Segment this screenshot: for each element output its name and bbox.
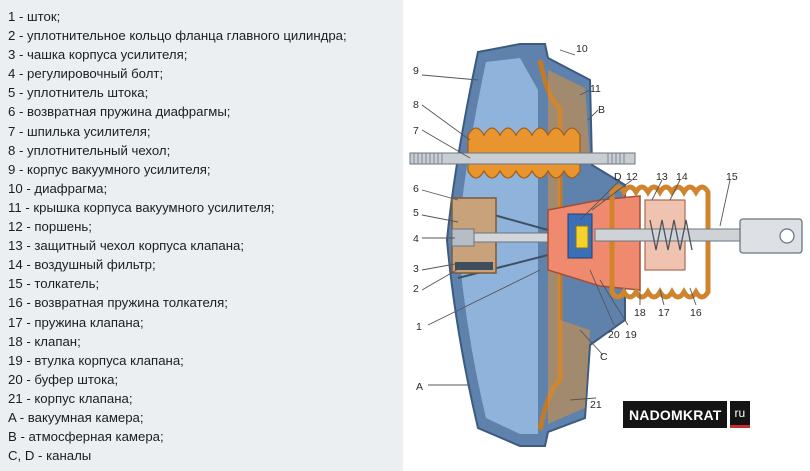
callout-10: 10 (576, 43, 588, 55)
legend-item: 11 - крышка корпуса вакуумного усилителя… (8, 199, 275, 215)
legend-item: 7 - шпилька усилителя; (8, 123, 151, 139)
callout-4: 4 (413, 233, 419, 245)
callout-7: 7 (413, 125, 419, 137)
callout-8: 8 (413, 99, 419, 111)
legend-item: 17 - пружина клапана; (8, 314, 144, 330)
callout-2: 2 (413, 283, 419, 295)
callout-21: 21 (590, 399, 602, 411)
legend-item: 2 - уплотнительное кольцо фланца главног… (8, 28, 347, 44)
callout-c: C (600, 351, 608, 363)
callout-18: 18 (634, 307, 646, 319)
legend-item: 19 - втулка корпуса клапана; (8, 352, 184, 368)
nadomkrat-watermark: NADOMKRAT ru (623, 401, 751, 428)
callout-16: 16 (690, 307, 702, 319)
legend-item: 12 - поршень; (8, 219, 92, 235)
legend-item: 21 - корпус клапана; (8, 390, 133, 406)
callout-6: 6 (413, 183, 419, 195)
callout-15: 15 (726, 171, 738, 183)
legend-item: 5 - уплотнитель штока; (8, 85, 149, 101)
pusher-return-spring (649, 219, 693, 251)
legend-item: 3 - чашка корпуса усилителя; (8, 47, 188, 63)
legend-item: 4 - регулировочный болт; (8, 66, 164, 82)
callout-a: A (416, 381, 423, 393)
callout-11: 11 (590, 83, 601, 95)
legend-item: C, D - каналы (8, 448, 92, 464)
legend-item: 18 - клапан; (8, 333, 81, 349)
legend-item: B - атмосферная камера; (8, 429, 164, 445)
legend-item: 13 - защитный чехол корпуса клапана; (8, 238, 245, 254)
callout-17: 17 (658, 307, 670, 319)
legend-item: 20 - буфер штока; (8, 371, 119, 387)
clevis-fork (739, 218, 803, 254)
legend-panel: 1 - шток; 2 - уплотнительное кольцо флан… (0, 0, 403, 471)
legend-item: 1 - шток; (8, 9, 61, 24)
leader-lines (421, 49, 731, 401)
legend-item: 8 - уплотнительный чехол; (8, 142, 171, 158)
callout-12: 12 (626, 171, 638, 183)
callout-13: 13 (656, 171, 668, 183)
callout-1: 1 (416, 321, 422, 333)
legend-item: 6 - возвратная пружина диафрагмы; (8, 104, 231, 120)
legend-item: A - вакуумная камера; (8, 409, 144, 425)
callout-14: 14 (676, 171, 688, 183)
legend-item: 9 - корпус вакуумного усилителя; (8, 161, 211, 177)
callout-b: B (598, 104, 605, 116)
watermark-name: NADOMKRAT (623, 401, 727, 428)
callout-3: 3 (413, 263, 419, 275)
flange-seal-ring (455, 262, 493, 270)
legend-item: 14 - воздушный фильтр; (8, 257, 156, 273)
rod-buffer (575, 225, 589, 249)
legend-item: 16 - возвратная пружина толкателя; (8, 295, 228, 311)
legend-item: 15 - толкатель; (8, 276, 100, 292)
adjusting-bolt (451, 228, 475, 247)
legend-item: 10 - диафрагма; (8, 180, 108, 196)
booster-stud (409, 152, 636, 165)
clevis-hole (779, 228, 795, 244)
stud-thread (413, 153, 625, 164)
watermark-separator (726, 401, 730, 428)
callout-5: 5 (413, 207, 419, 219)
callout-20: 20 (608, 329, 620, 341)
callout-19: 19 (625, 329, 637, 341)
booster-cross-section-svg: 9 8 7 6 5 4 3 2 1 A 10 11 B D 12 13 14 1… (409, 43, 803, 447)
watermark-domain: ru (729, 401, 751, 428)
valve-housing-boot (609, 184, 711, 300)
booster-diagram: 9 8 7 6 5 4 3 2 1 A 10 11 B D 12 13 14 1… (403, 0, 810, 471)
callout-d: D (614, 171, 622, 183)
legend-list: 1 - шток; 2 - уплотнительное кольцо флан… (8, 7, 347, 465)
callout-9: 9 (413, 65, 419, 77)
